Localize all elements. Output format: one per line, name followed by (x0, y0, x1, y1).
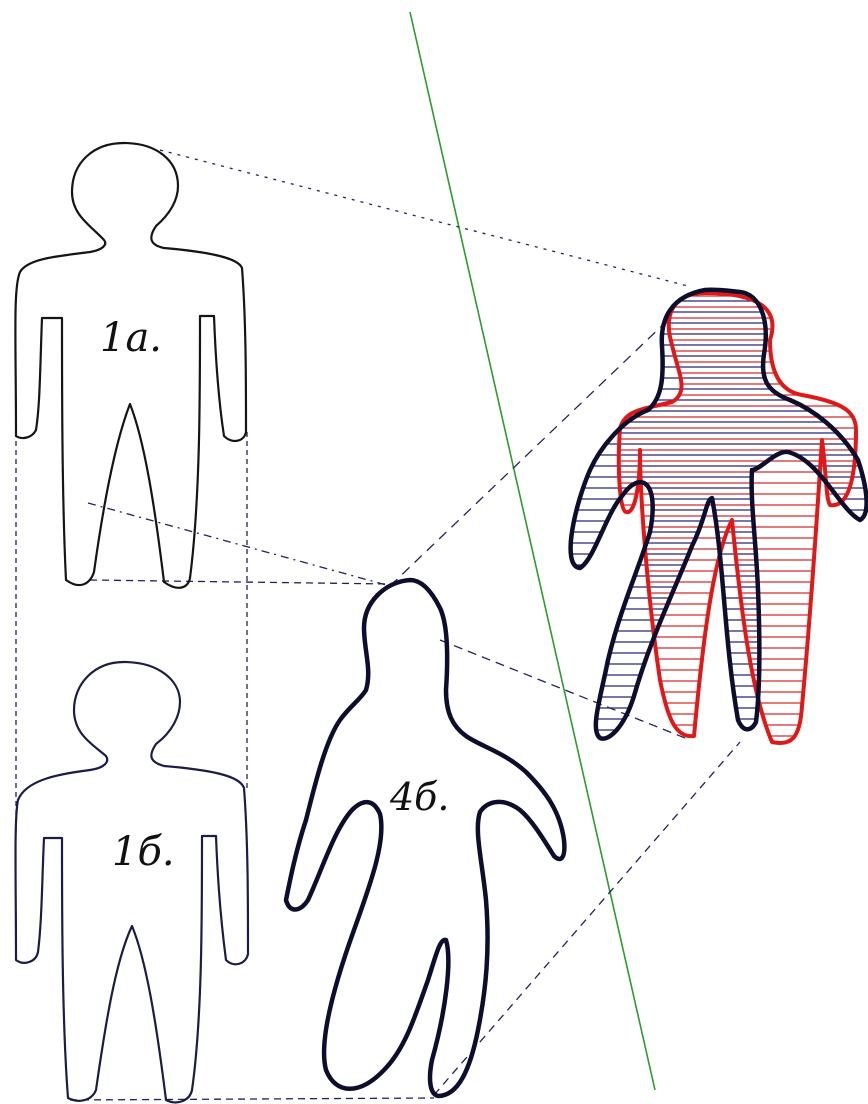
figure-1a-label: 1а. (100, 318, 162, 358)
human-outline-icon (15, 143, 246, 588)
projection-line-4b-head-to-leg (440, 640, 690, 740)
human-outline-icon (16, 662, 249, 1102)
figure-1b-label: 1б. (112, 832, 175, 872)
distorted-human-outline-icon (286, 580, 564, 1096)
projection-line-feet (88, 503, 390, 586)
frame-bottom (70, 1098, 434, 1100)
projection-lines (16, 150, 740, 1100)
overlay-blue-outline (571, 290, 867, 739)
green-diagonal-line (410, 12, 655, 1090)
frame-middle (90, 580, 390, 584)
projection-line-4b-foot-to-overlay (434, 742, 740, 1095)
projection-line-4b-to-overlay-head (390, 320, 668, 586)
red-hatch-lines (610, 296, 866, 736)
figure-4b-label: 4б. (390, 778, 449, 816)
